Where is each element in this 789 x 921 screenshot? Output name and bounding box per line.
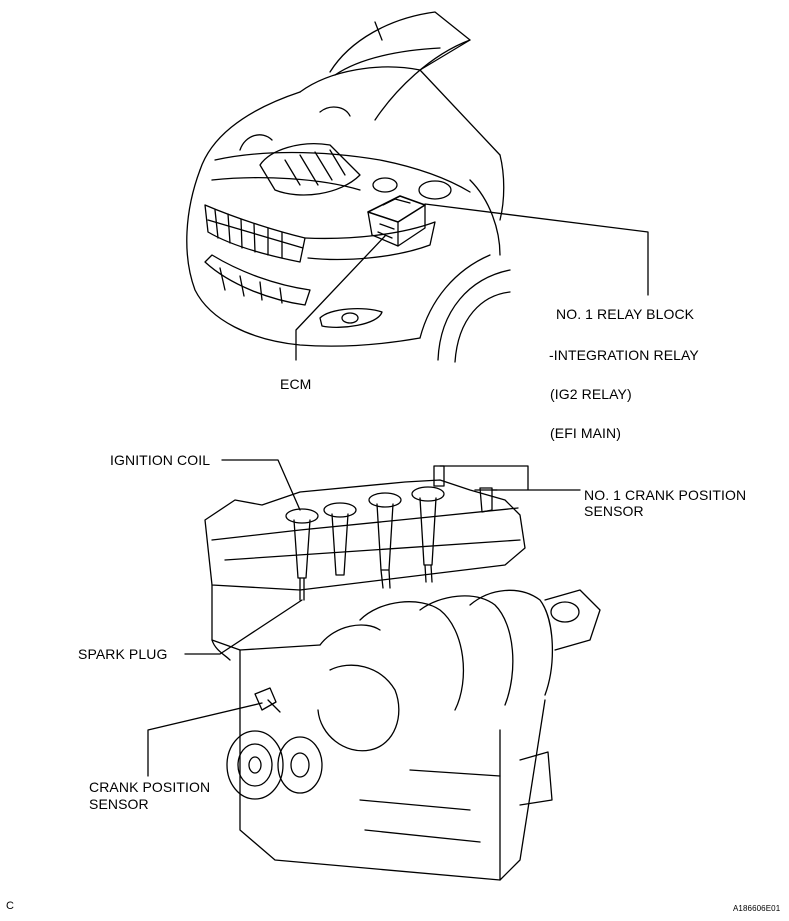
crank-sensor-label-line2: SENSOR [89, 796, 149, 812]
ignition-coil-label: IGNITION COIL [110, 452, 211, 468]
engine-illustration [204, 465, 601, 881]
ecm-leader-line [295, 235, 386, 361]
crank-sensor-no1-label-line2: SENSOR [584, 503, 644, 519]
efi-main-label: (EFI MAIN) [550, 425, 621, 441]
ig2-relay-label: (IG2 RELAY) [550, 386, 632, 402]
spark-plug-label: SPARK PLUG [78, 646, 168, 662]
crank-sensor-no1-leader-line [439, 465, 581, 491]
crank-sensor-leader-line [147, 702, 263, 777]
ignition-coils [285, 486, 445, 579]
crank-sensor-label-line1: CRANK POSITION [89, 779, 211, 795]
ignition-coil-leader-line [221, 459, 301, 511]
relay-block-label: NO. 1 RELAY BLOCK [556, 306, 695, 322]
car-front-illustration [186, 11, 511, 363]
ecm-label: ECM [280, 376, 312, 392]
relay-block-leader-line [424, 203, 649, 296]
spark-plug-leader-line [184, 599, 303, 655]
integration-relay-label: -INTEGRATION RELAY [549, 347, 699, 363]
corner-mark: C [6, 900, 15, 912]
crank-sensor-no1-label-line1: NO. 1 CRANK POSITION [584, 487, 747, 503]
figure-id: A186606E01 [733, 904, 781, 913]
